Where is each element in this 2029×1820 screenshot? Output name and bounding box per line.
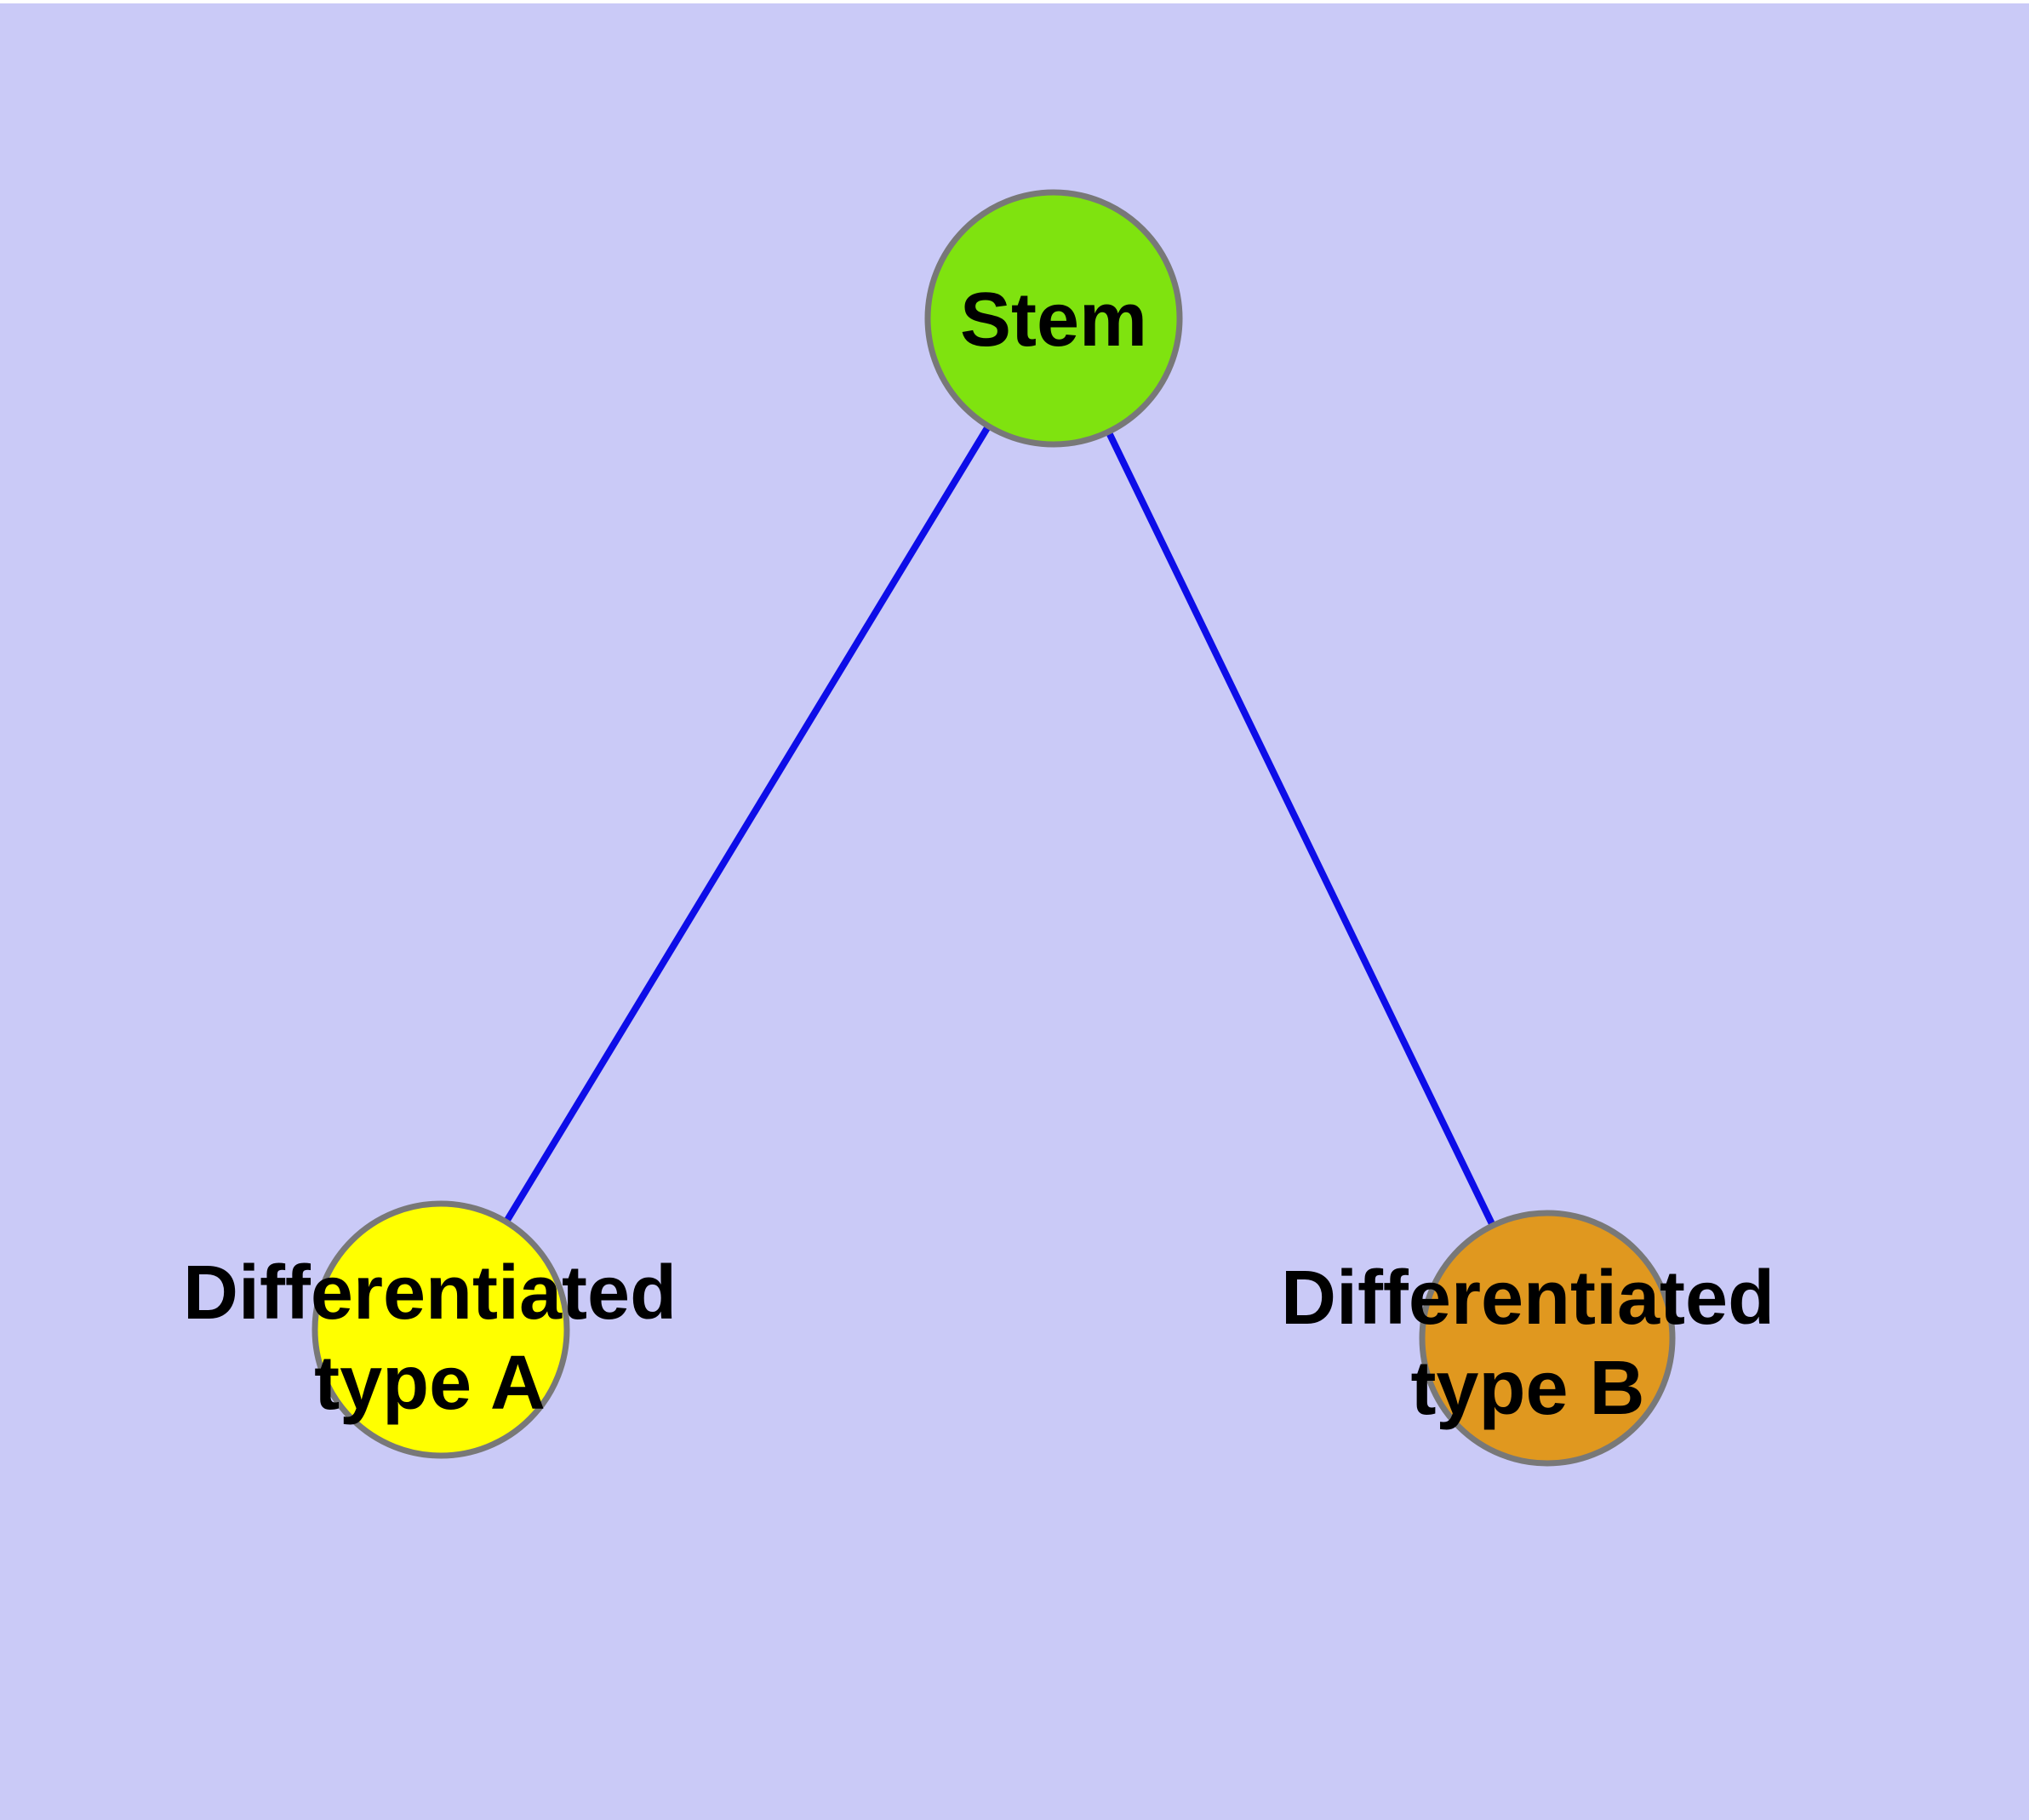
edge-stem-to-type-a[interactable]: [437, 316, 1057, 1332]
node-type-a-circle[interactable]: [311, 1200, 570, 1459]
node-stem-circle[interactable]: [924, 189, 1183, 448]
top-border: [0, 0, 2029, 3]
edge-stem-to-type-b[interactable]: [1050, 317, 1551, 1340]
node-type-b-circle[interactable]: [1419, 1210, 1676, 1467]
